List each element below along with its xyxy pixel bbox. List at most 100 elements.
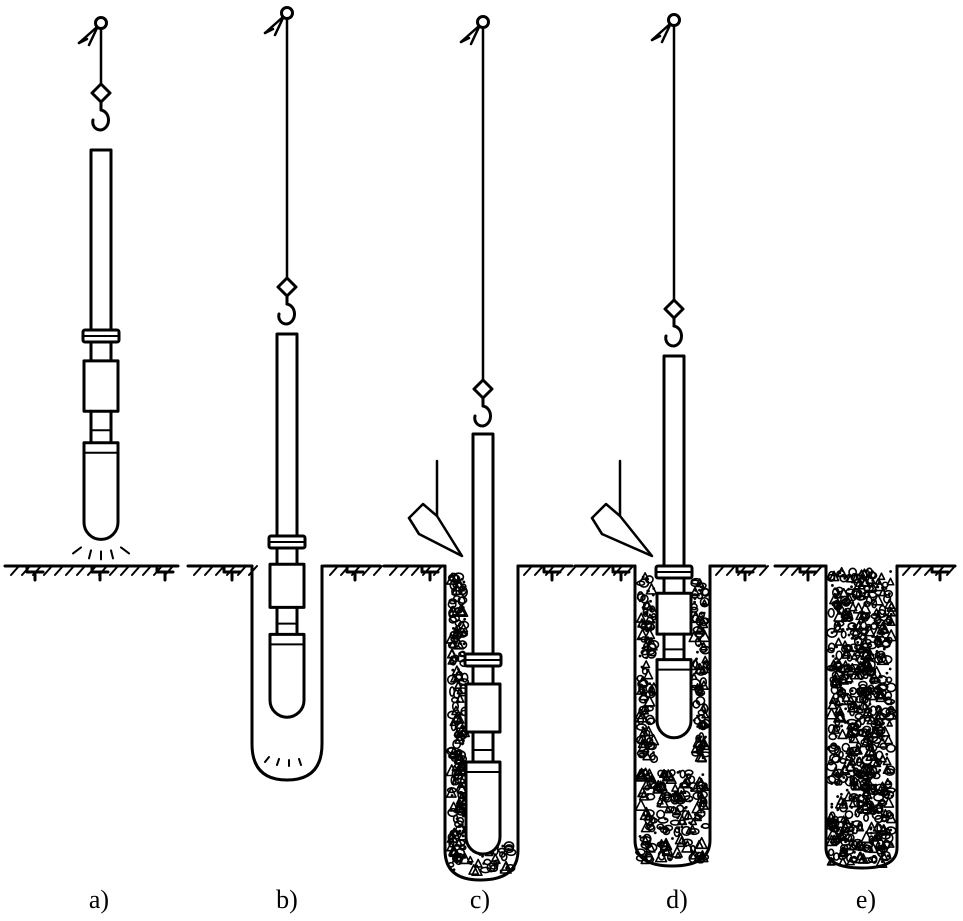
gravel-particle — [643, 669, 654, 680]
gravel-particle — [865, 666, 873, 675]
gravel-particle — [690, 586, 700, 597]
gravel-particle — [875, 718, 884, 726]
gravel-particle — [458, 843, 466, 850]
gravel-particle — [858, 728, 870, 738]
gravel-particle — [451, 764, 459, 772]
gravel-particle — [638, 694, 649, 704]
gravel-particle — [849, 643, 858, 653]
ground-symbol — [611, 564, 631, 582]
gravel-particle — [449, 605, 456, 613]
ground-hatch — [389, 565, 399, 576]
ground-hatch — [142, 565, 152, 576]
gravel-particle — [851, 573, 862, 584]
gravel-particle — [688, 630, 701, 643]
gravel-particle — [452, 868, 456, 872]
gravel-particle — [834, 590, 843, 599]
gravel-particle — [685, 827, 693, 835]
gravel-particle — [450, 674, 459, 683]
ground-hatch — [946, 565, 956, 576]
gravel-particle — [856, 756, 863, 764]
gravel-particle — [863, 624, 876, 637]
gravel-particle — [638, 754, 642, 758]
gravel-particle — [848, 567, 858, 577]
gravel-particle — [874, 636, 882, 646]
vibrator-body — [655, 658, 693, 740]
gravel-particle — [453, 852, 465, 862]
gravel-particle — [856, 773, 860, 777]
gravel-particle — [452, 632, 462, 640]
ground-symbol — [155, 564, 175, 582]
gravel-particle — [699, 641, 709, 651]
gravel-particle — [636, 612, 647, 623]
gravel-particle — [462, 853, 466, 857]
gravel-particle — [855, 823, 865, 832]
gravel-particle — [636, 770, 648, 781]
gravel-particle — [649, 752, 656, 761]
ground-hatch — [411, 565, 421, 576]
gravel-particle — [888, 856, 892, 860]
gravel-particle — [648, 682, 652, 686]
gravel-particle — [654, 850, 668, 863]
gravel-particle — [875, 649, 879, 653]
gravel-particle — [636, 591, 644, 602]
gravel-particle — [650, 782, 661, 790]
gravel-particle — [696, 650, 699, 654]
gravel-particle — [871, 598, 878, 609]
gravel-particle — [674, 851, 682, 859]
ground-hatch — [54, 565, 64, 576]
gravel-particle — [830, 685, 839, 695]
gravel-particle — [871, 774, 875, 778]
gravel-particle — [884, 832, 894, 844]
gravel-particle — [847, 622, 856, 630]
gravel-particle — [696, 851, 700, 855]
gravel-particle — [449, 658, 453, 662]
panel-label-c: c) — [469, 885, 491, 914]
gravel-particle — [858, 699, 869, 711]
gravel-particle — [831, 654, 835, 658]
extension-pipe — [89, 148, 113, 332]
gravel-particle — [830, 782, 834, 785]
gravel-particle — [448, 838, 455, 848]
gravel-particle — [701, 799, 705, 803]
guy-line — [263, 27, 275, 35]
swivel-diamond-icon — [276, 276, 298, 298]
gravel-particle — [454, 680, 463, 690]
gravel-particle — [877, 682, 889, 691]
water-jet-mark — [298, 758, 302, 766]
gravel-particle — [832, 587, 840, 598]
gravel-particle — [688, 781, 698, 791]
gravel-particle — [871, 810, 883, 820]
gravel-particle — [858, 694, 869, 705]
gravel-particle — [880, 654, 893, 665]
gravel-particle — [832, 724, 841, 733]
gravel-particle — [880, 808, 891, 819]
gravel-particle — [849, 674, 853, 678]
gravel-particle — [885, 682, 897, 693]
gravel-particle — [693, 817, 697, 821]
gravel-particle — [449, 579, 459, 591]
gravel-particle — [837, 728, 848, 740]
gravel-particle — [885, 678, 888, 682]
guy-line — [77, 37, 89, 45]
gravel-particle — [853, 669, 864, 680]
hook-icon — [664, 324, 683, 348]
ground-hatch — [109, 565, 119, 576]
gravel-particle — [688, 824, 697, 833]
gravel-particle — [857, 794, 868, 804]
gravel-particle — [885, 671, 889, 675]
gravel-particle — [641, 646, 645, 650]
gravel-particle — [462, 642, 466, 646]
gravel-particle — [452, 572, 465, 582]
gravel-particle — [446, 831, 459, 843]
gravel-particle — [855, 851, 864, 861]
gravel-particle — [653, 831, 657, 835]
gravel-particle — [489, 853, 501, 865]
gravel-particle — [453, 729, 461, 737]
guy-line — [650, 34, 662, 42]
gravel-particle — [640, 739, 644, 743]
gravel-particle — [463, 617, 467, 621]
gravel-particle — [636, 628, 649, 641]
hook-icon — [473, 404, 492, 428]
gravel-particle — [839, 595, 851, 606]
gravel-particle — [835, 781, 839, 785]
